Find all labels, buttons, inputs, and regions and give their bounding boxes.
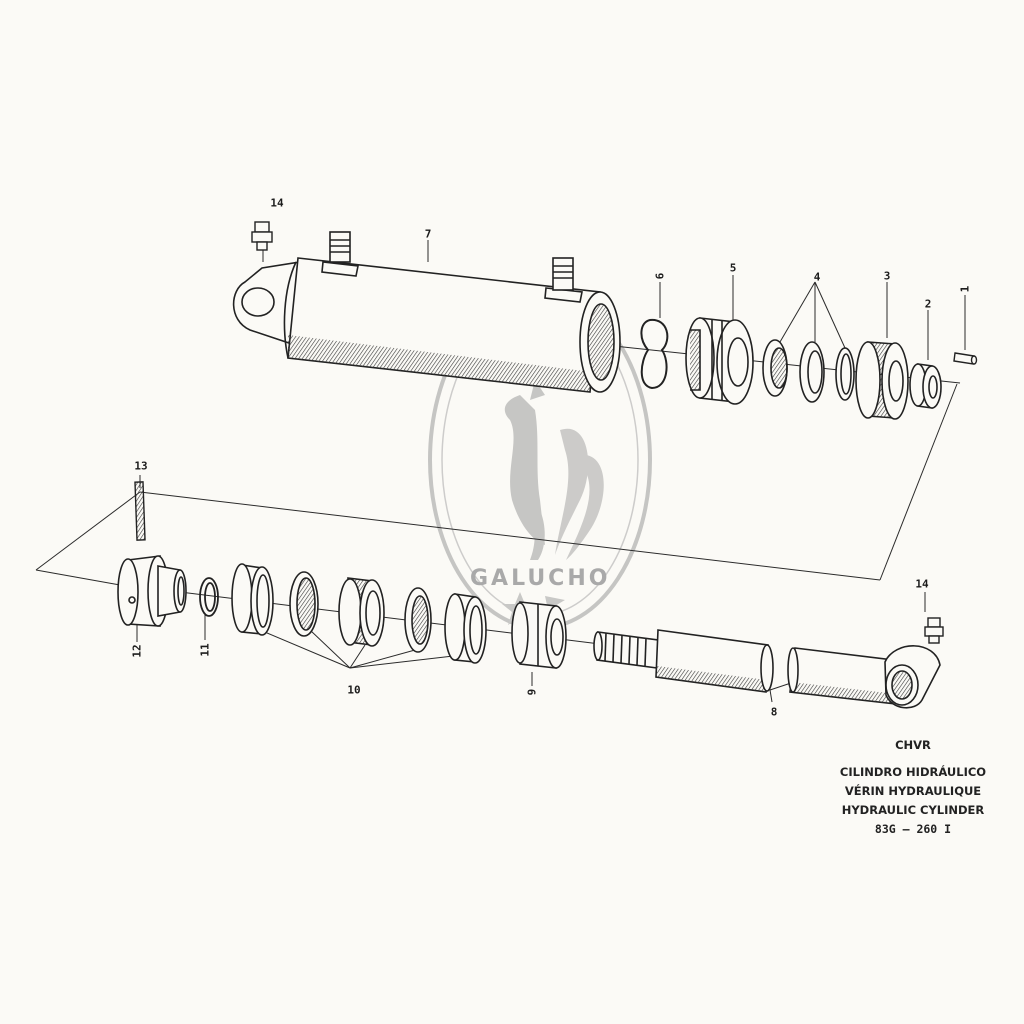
label-part-3: 3 — [883, 269, 891, 283]
label-part-6: 6 — [653, 272, 667, 280]
label-part-9: 9 — [525, 688, 539, 696]
label-part-11: 11 — [198, 643, 212, 657]
key-part-13 — [134, 481, 146, 541]
caption-title-portuguese: CILINDRO HIDRÁULICO — [839, 765, 987, 779]
piston-nut-part-3 — [855, 341, 909, 420]
caption-model-code: CHVR — [895, 738, 931, 752]
label-part-12: 12 — [130, 644, 144, 658]
grease-nipple-part-14-bottom — [924, 617, 944, 644]
label-part-2: 2 — [924, 297, 932, 311]
grease-nipple-part-14-top — [251, 221, 273, 251]
label-part-13: 13 — [134, 459, 148, 473]
o-ring-part-6 — [640, 318, 669, 390]
nut-part-9 — [511, 601, 567, 669]
label-part-5: 5 — [729, 261, 737, 275]
label-part-14-bottom: 14 — [915, 577, 929, 591]
label-part-4: 4 — [813, 270, 821, 284]
label-part-7: 7 — [424, 227, 432, 241]
cylinder-barrel-part-7 — [232, 231, 621, 393]
gland-seals-part-10 — [231, 563, 487, 664]
piston-part-5 — [685, 317, 754, 405]
hydraulic-port-icon — [544, 257, 583, 303]
piston-rod-part-8 — [593, 629, 941, 709]
caption-reference-number: 83G — 260 I — [874, 822, 952, 836]
ring-part-11 — [199, 577, 219, 617]
caption-title-english: HYDRAULIC CYLINDER — [841, 803, 985, 817]
drawing-caption: CHVR CILINDRO HIDRÁULICO VÉRIN HYDRAULIQ… — [818, 736, 1008, 839]
watermark-brand-name: GALUCHO — [470, 566, 610, 591]
label-part-10: 10 — [347, 683, 361, 697]
label-part-1: 1 — [958, 285, 972, 293]
hydraulic-port-icon — [321, 231, 359, 277]
label-part-14-top: 14 — [270, 196, 284, 210]
caption-title-french: VÉRIN HYDRAULIQUE — [844, 784, 982, 798]
assembly-guide-lines — [35, 222, 966, 703]
pin-part-1 — [953, 352, 978, 365]
seal-set-part-4 — [762, 339, 855, 403]
washer-part-2 — [909, 363, 942, 409]
gland-head-part-12 — [117, 555, 187, 627]
label-part-8: 8 — [770, 705, 778, 719]
